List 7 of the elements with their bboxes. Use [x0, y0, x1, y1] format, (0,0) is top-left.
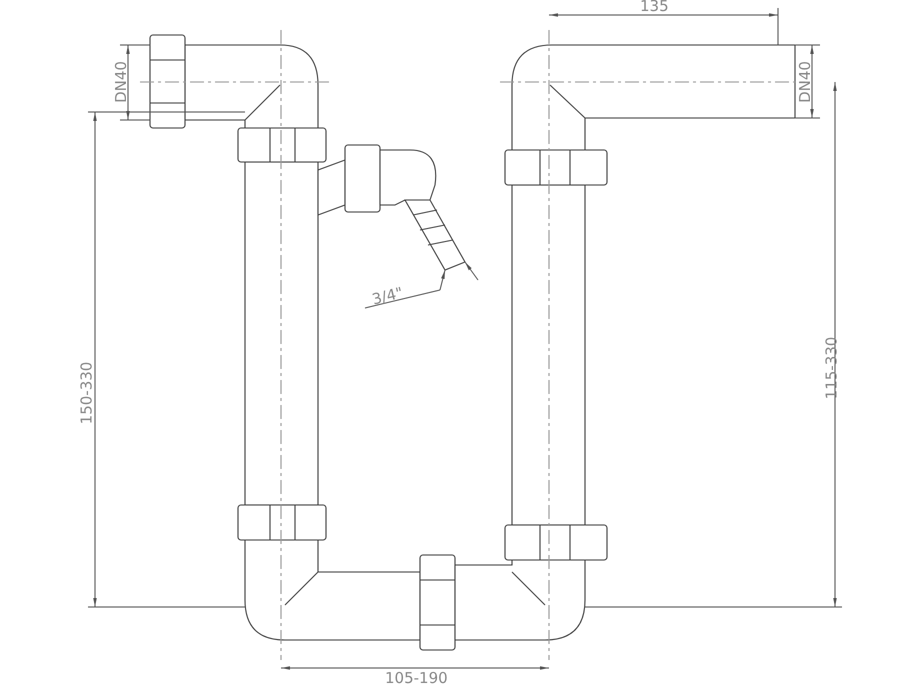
- dimension-label: DN40: [112, 61, 129, 103]
- dimension-label: 105-190: [385, 670, 448, 686]
- dimension-label: 135: [640, 0, 669, 14]
- dimension-label: 150-330: [78, 362, 94, 424]
- dimension-label: 115-330: [823, 336, 840, 400]
- dimension-label: 3/4": [370, 284, 405, 308]
- dimension-label: DN40: [796, 61, 813, 103]
